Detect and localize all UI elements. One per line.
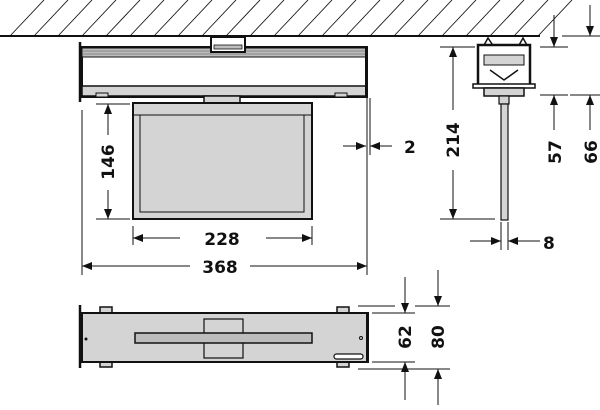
ceiling-hatching (9, 0, 573, 37)
hatch-line (177, 0, 213, 37)
hatch-line (81, 0, 117, 37)
dim-label-146: 146 (99, 144, 119, 180)
bottom-view (78, 305, 369, 368)
dimension-57: 57 (540, 15, 568, 164)
hatch-line (225, 0, 261, 37)
hatch-line (417, 0, 453, 37)
dim-label-368: 368 (202, 258, 238, 278)
hatch-line (249, 0, 285, 37)
dimension-66: 66 (562, 5, 600, 164)
dim-label-66: 66 (582, 140, 600, 164)
hatch-line (369, 0, 405, 37)
hatch-line (105, 0, 141, 37)
hatch-line (513, 0, 549, 37)
hatch-line (57, 0, 93, 37)
dim-label-80: 80 (429, 325, 449, 349)
hatch-line (441, 0, 477, 37)
front-view (78, 36, 368, 220)
hatch-line (153, 0, 189, 37)
dimension-214: 214 (440, 46, 495, 220)
hatch-line (465, 0, 501, 37)
hatch-line (321, 0, 357, 37)
hatch-line (537, 0, 573, 37)
dimension-2: 2 (343, 98, 416, 158)
dimension-80: 80 (358, 270, 450, 405)
dim-label-214: 214 (444, 122, 464, 158)
mounting-clip (210, 36, 246, 53)
suspension-rod (500, 103, 509, 221)
dimension-228: 228 (132, 226, 313, 250)
hatch-line (129, 0, 165, 37)
hatch-line (393, 0, 429, 37)
hatch-line (33, 0, 69, 37)
dimension-146: 146 (96, 103, 130, 220)
side-view (472, 36, 536, 221)
hatch-line (273, 0, 309, 37)
dim-label-62: 62 (396, 325, 416, 349)
dimension-368: 368 (81, 98, 368, 278)
hatch-line (489, 0, 525, 37)
dim-label-2: 2 (404, 138, 416, 158)
dim-label-8: 8 (543, 234, 555, 254)
hatch-line (201, 0, 237, 37)
dimension-62: 62 (358, 277, 416, 400)
dim-label-57: 57 (546, 140, 566, 164)
dim-label-228: 228 (204, 230, 240, 250)
hatch-line (345, 0, 381, 37)
panel-connector (203, 95, 241, 104)
hatch-line (9, 0, 45, 37)
hatch-line (297, 0, 333, 37)
dimension-8: 8 (470, 222, 555, 254)
